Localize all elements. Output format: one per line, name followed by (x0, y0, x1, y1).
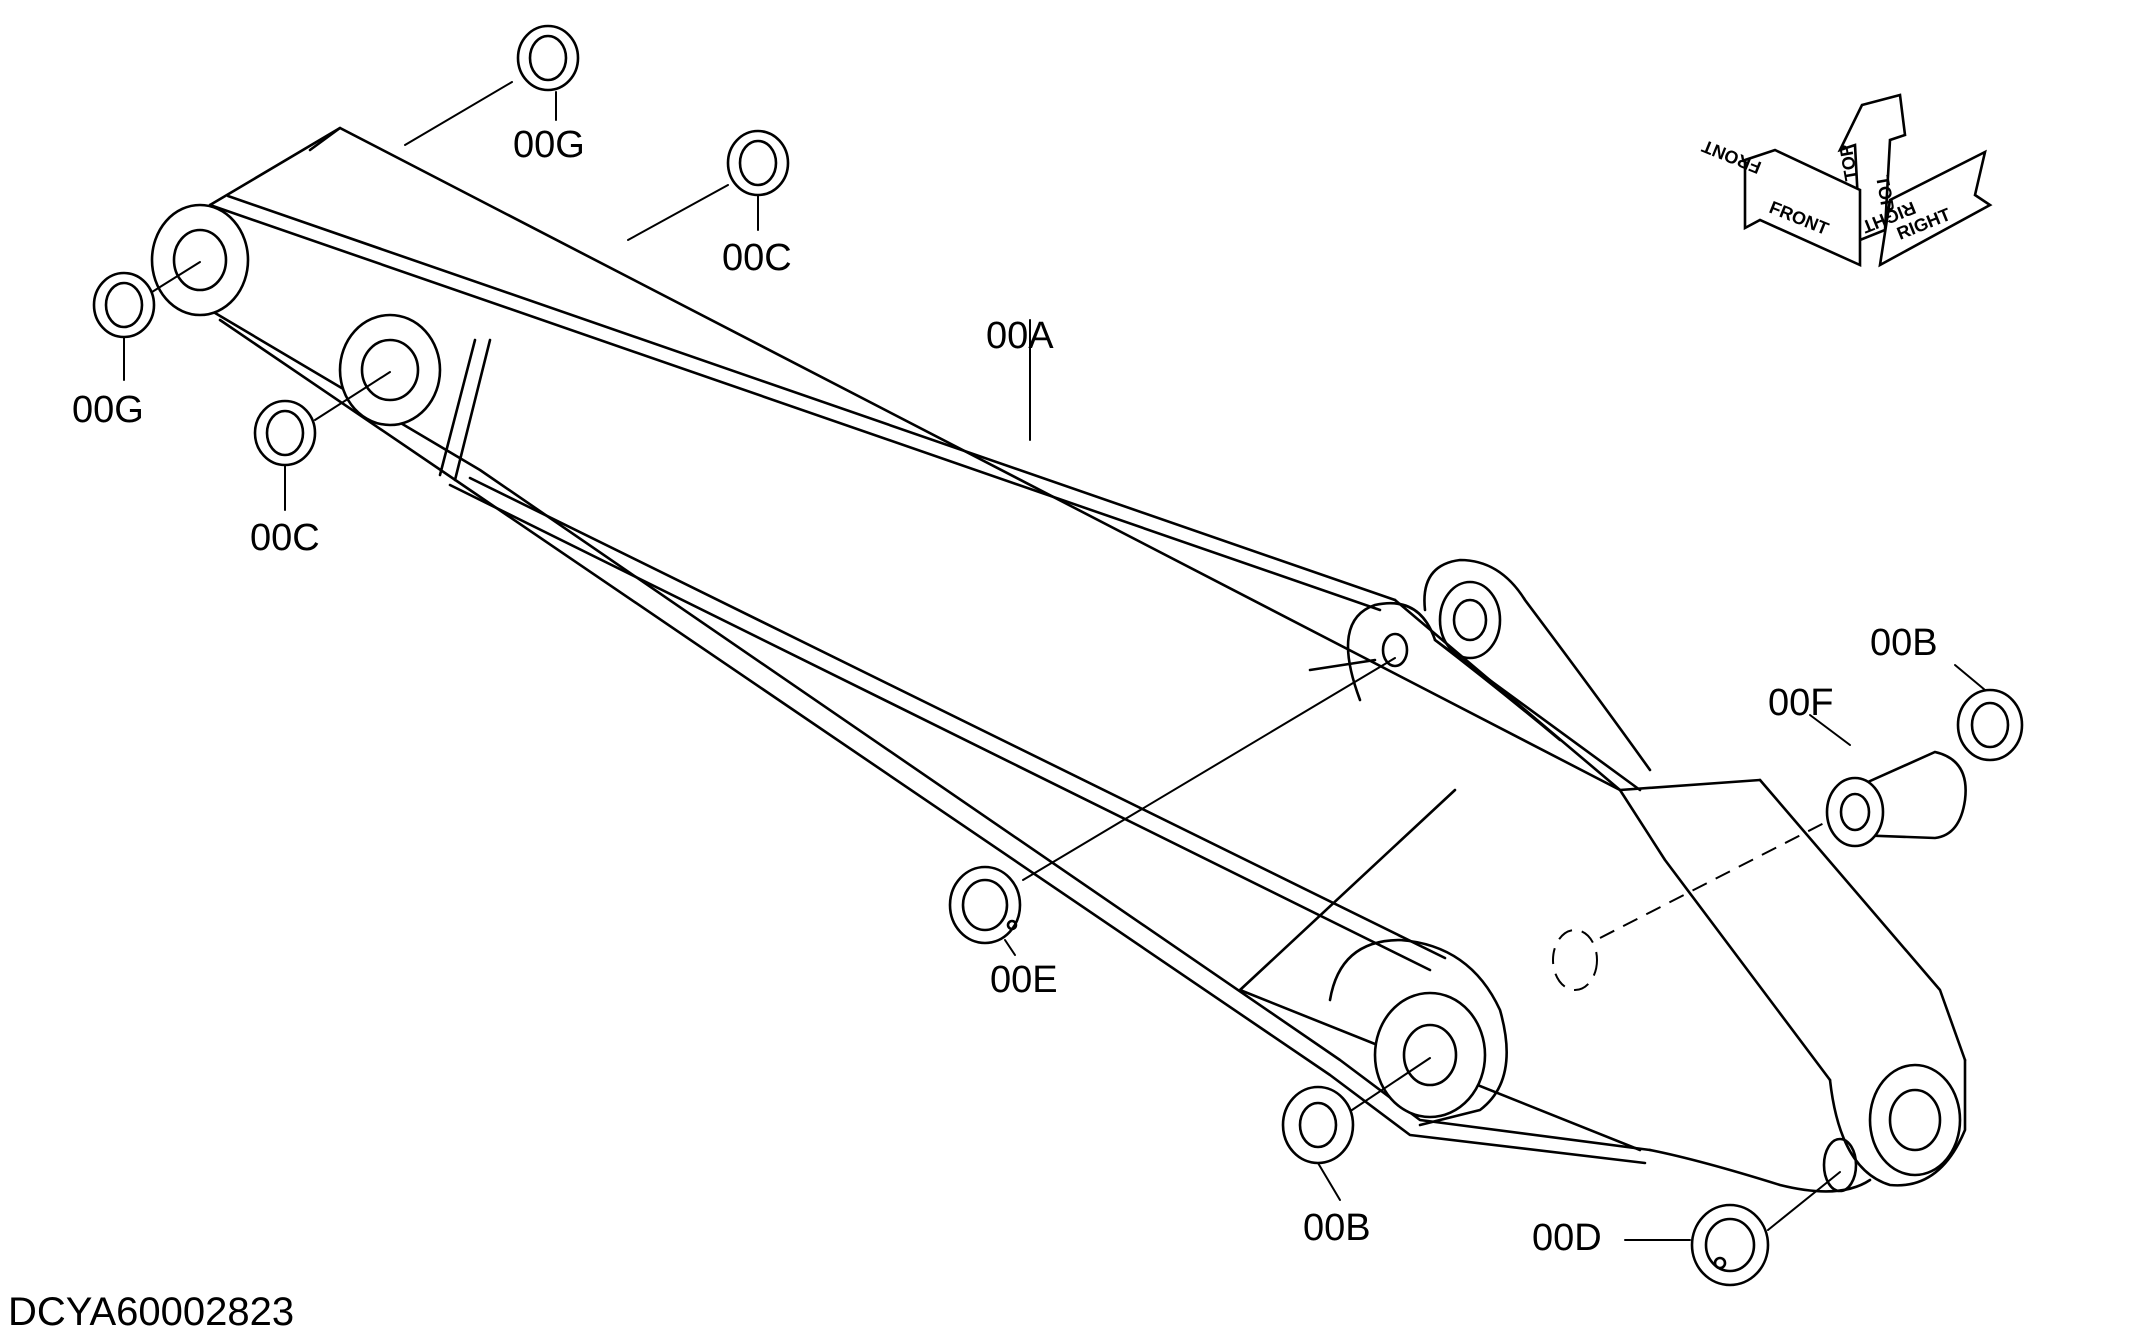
callout-00a: 00A (986, 315, 1054, 357)
bushing-b-right (1956, 688, 2024, 762)
bracket-hole (1381, 632, 1409, 668)
tail-boss-upper (150, 203, 250, 317)
callout-00c-left: 00C (250, 517, 320, 559)
bushing-g-left (92, 271, 156, 339)
arm-body (208, 126, 1967, 1193)
bushing-c-left (253, 399, 317, 467)
bushing-d (1690, 1203, 1770, 1287)
callout-00g-left: 00G (72, 389, 144, 431)
orientation-indicator: FRONT FRONT TOP TOP RIGHT RIGHT (1699, 93, 1993, 268)
callout-00b-bottom: 00B (1303, 1207, 1371, 1249)
callout-00d: 00D (1532, 1217, 1602, 1259)
callout-00c-top: 00C (722, 237, 792, 279)
orientation-right-arrow-icon (1878, 149, 1993, 268)
bushing-c-top (726, 129, 790, 197)
bushing-g-top (516, 24, 580, 92)
document-code: DCYA60002823 (8, 1290, 294, 1334)
orientation-front-label-mirror: FRONT (1699, 136, 1764, 178)
callout-00e: 00E (990, 959, 1058, 1001)
assembly-lines (123, 81, 1986, 1241)
head-boss-tip (1868, 1063, 1962, 1177)
tail-boss-lower (338, 313, 442, 427)
callout-00g-top: 00G (513, 124, 585, 166)
head-boss-upper (1438, 580, 1502, 660)
bushing-e (948, 865, 1022, 945)
head-boss-side (1373, 991, 1487, 1119)
callout-00b-right: 00B (1870, 622, 1938, 664)
callout-00f: 00F (1768, 682, 1833, 724)
orientation-front-arrow-icon (1743, 148, 1862, 268)
bushing-b-bottom (1281, 1085, 1355, 1165)
pin-f (1825, 750, 1967, 848)
